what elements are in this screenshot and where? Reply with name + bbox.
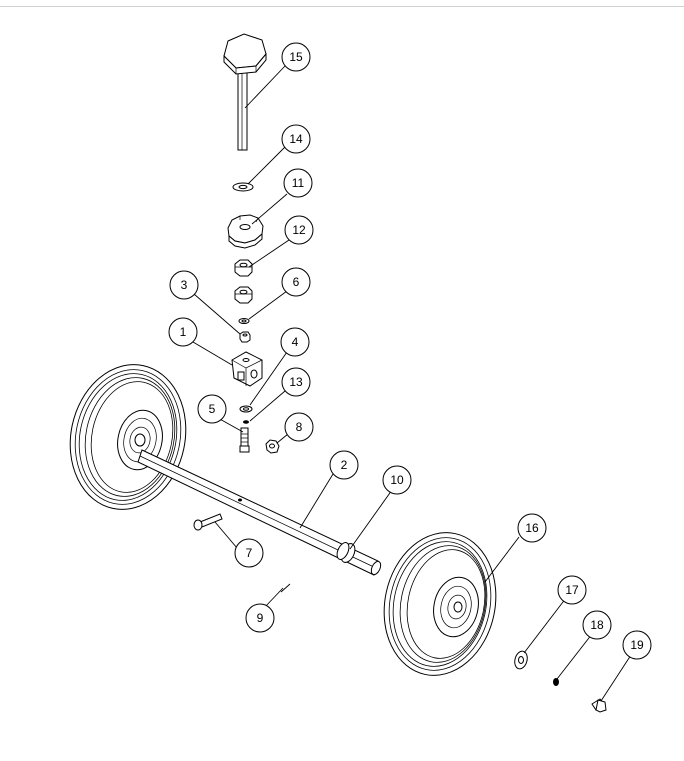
balloon-16: 16 [517, 513, 547, 543]
svg-text:10: 10 [390, 473, 404, 487]
svg-text:4: 4 [292, 335, 299, 349]
svg-text:19: 19 [630, 638, 644, 652]
part-16-right-wheel [383, 532, 497, 676]
svg-text:16: 16 [525, 521, 539, 535]
balloon-8: 8 [284, 412, 314, 442]
part-8-nut [265, 439, 280, 454]
svg-text:1: 1 [180, 325, 187, 339]
part-6-washer [238, 318, 250, 324]
part-5-bolt [239, 427, 250, 453]
part-7-pin [193, 513, 223, 531]
balloon-15: 15 [281, 42, 311, 72]
part-14-washer [232, 182, 254, 192]
balloon-7: 7 [234, 538, 264, 568]
balloon-11: 11 [283, 168, 313, 198]
balloon-2: 2 [329, 450, 359, 480]
balloon-19: 19 [622, 630, 652, 660]
balloon-3: 3 [169, 270, 199, 300]
balloon-18: 18 [582, 610, 612, 640]
part-10-collar [336, 542, 356, 563]
svg-text:3: 3 [181, 278, 188, 292]
part-12-nut [234, 259, 253, 277]
part-9-cotter-pin [280, 583, 291, 593]
svg-text:17: 17 [565, 583, 579, 597]
part-19-bolt [591, 698, 607, 713]
part-3-nut [239, 331, 251, 343]
balloon-13: 13 [281, 367, 311, 397]
part-1-bracket [231, 351, 263, 387]
balloon-12: 12 [284, 215, 314, 245]
svg-text:9: 9 [257, 611, 264, 625]
svg-text:6: 6 [293, 275, 300, 289]
part-18-washer [553, 678, 559, 686]
svg-text:18: 18 [590, 618, 604, 632]
balloon-1: 1 [168, 317, 198, 347]
balloon-4: 4 [280, 327, 310, 357]
part-2-axle [137, 449, 382, 576]
top-border-line [0, 6, 684, 7]
svg-text:5: 5 [209, 402, 216, 416]
svg-text:14: 14 [289, 132, 303, 146]
svg-text:7: 7 [246, 546, 253, 560]
balloon-6: 6 [281, 267, 311, 297]
part-4-washer [239, 405, 253, 413]
balloon-10: 10 [382, 465, 412, 495]
balloon-17: 17 [557, 575, 587, 605]
part-11-star-knob [227, 214, 264, 249]
svg-text:15: 15 [289, 50, 303, 64]
svg-text:12: 12 [292, 223, 306, 237]
part-17-washer [514, 650, 528, 670]
balloon-5: 5 [197, 394, 227, 424]
part-13-washer [243, 420, 249, 424]
svg-text:11: 11 [292, 176, 305, 190]
leader-lines [192, 65, 632, 702]
part-nut-lower [234, 286, 253, 304]
balloon-14: 14 [281, 124, 311, 154]
balloon-9: 9 [245, 603, 275, 633]
svg-text:13: 13 [289, 375, 303, 389]
part-15-knob-shaft [223, 33, 267, 151]
left-wheel [69, 364, 187, 510]
svg-text:8: 8 [296, 420, 303, 434]
svg-text:2: 2 [341, 458, 348, 472]
